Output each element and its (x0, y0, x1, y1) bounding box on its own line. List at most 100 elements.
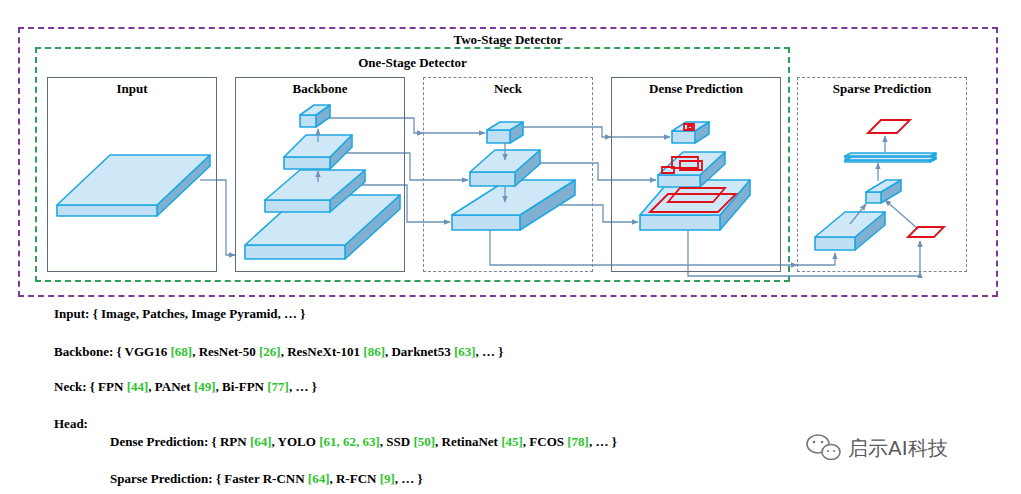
flow-line (919, 241, 920, 272)
citation-number: [86] (363, 344, 385, 359)
feature-map (265, 170, 365, 212)
flow-line (423, 132, 485, 133)
stage-title: Sparse Prediction (798, 81, 966, 96)
feature-map-face (284, 157, 330, 169)
flow-line (877, 163, 878, 181)
feature-map (300, 105, 330, 127)
feature-map (245, 195, 400, 259)
stage-box: Input (47, 77, 217, 272)
stage-box: Backbone (235, 77, 405, 272)
stage-box: Neck (423, 77, 593, 272)
component-list-line: Backbone: { VGG16[68], ResNet-50[26], Re… (54, 344, 503, 360)
citation-number: [77] (267, 379, 289, 394)
feature-map-face (300, 105, 330, 115)
feature-map-face (866, 192, 881, 203)
citation-number: [78] (567, 434, 589, 449)
component-list: , … } (476, 344, 504, 359)
component-list: Neck: { FPN (54, 379, 123, 394)
feature-map-face (470, 172, 515, 186)
feature-map-face (452, 215, 520, 230)
connector-arrow (405, 118, 423, 133)
bounding-box (680, 161, 702, 170)
feature-map-face (265, 200, 330, 212)
flow-line (797, 253, 835, 265)
citation-number: [61, 62, 63] (319, 434, 380, 449)
flow-line (317, 171, 318, 182)
connector-arrow (593, 127, 611, 137)
component-list-line: Sparse Prediction: { Faster R-CNN[64], R… (110, 471, 423, 487)
feature-map (658, 152, 725, 187)
flow-line (884, 136, 885, 152)
feature-map-face (245, 245, 345, 259)
bounding-box (668, 188, 725, 202)
bounding-box (662, 167, 674, 173)
citation-number: [64] (250, 434, 272, 449)
feature-map-face (245, 195, 400, 245)
component-list: , PANet (148, 379, 190, 394)
component-list: Head: (54, 416, 88, 431)
bounding-box (688, 126, 692, 129)
stage-box: Sparse Prediction (797, 77, 967, 272)
stage-title: Neck (424, 81, 592, 96)
component-list: , Bi-FPN (216, 379, 264, 394)
flow-line (885, 200, 918, 229)
detector-region: InputBackboneNeckDense PredictionOne-Sta… (35, 47, 790, 282)
flow-line (504, 186, 505, 202)
citation-number: [9] (380, 471, 395, 486)
bounding-box (672, 157, 698, 168)
bounding-box (908, 227, 944, 237)
citation-number: [50] (413, 434, 435, 449)
component-list: , … } (289, 379, 317, 394)
feature-map (487, 122, 523, 143)
feature-map-face (487, 122, 523, 130)
component-list-line: Head: (54, 416, 88, 432)
flow-line (611, 136, 670, 137)
connector-arrow (593, 264, 797, 265)
stage-title: Input (48, 81, 216, 96)
citation-number: [26] (259, 344, 281, 359)
bubble-eye (833, 450, 835, 452)
flow-line (530, 163, 656, 180)
feature-map-face (658, 152, 725, 175)
stage-box: Dense Prediction (611, 77, 781, 272)
watermark-icon (807, 435, 840, 460)
flow-line (560, 205, 638, 222)
feature-map-face (57, 155, 210, 205)
flow-line (850, 204, 866, 224)
component-list: Input: { Image, Patches, Image Pyramid, … (54, 306, 305, 321)
component-list: , FCOS (523, 434, 564, 449)
feature-map-face (672, 131, 695, 143)
component-list: , RetinaNet (435, 434, 498, 449)
component-list: , ResNet-50 (192, 344, 256, 359)
chat-bubble (822, 445, 840, 460)
stage-title: Backbone (236, 81, 404, 96)
bounding-box (650, 194, 736, 212)
feature-map (866, 180, 901, 203)
feature-map-face (640, 215, 720, 230)
feature-map-face (845, 153, 936, 156)
component-list: , YOLO (272, 434, 316, 449)
bubble-eye (821, 441, 824, 444)
citation-number: [68] (170, 344, 192, 359)
feature-map-face (658, 175, 700, 187)
feature-map-face (866, 180, 901, 192)
component-list: , Darknet53 (385, 344, 451, 359)
bounding-box (868, 120, 910, 133)
citation-number: [49] (194, 379, 216, 394)
citation-number: [64] (308, 471, 330, 486)
bounding-box (684, 124, 694, 130)
bubble-eye (827, 450, 829, 452)
feature-map (57, 155, 210, 216)
feature-map (672, 122, 709, 143)
connector-arrow (217, 180, 235, 255)
feature-map-face (845, 157, 936, 160)
detector-region: InputBackboneNeckDense PredictionOne-Sta… (18, 27, 998, 297)
stage-title: Dense Prediction (612, 81, 780, 96)
citation-number: [63] (454, 344, 476, 359)
component-list-line: Neck: { FPN[44], PANet[49], Bi-FPN[77], … (54, 379, 317, 395)
bubble-eye (813, 441, 816, 444)
feature-map-face (57, 205, 157, 216)
